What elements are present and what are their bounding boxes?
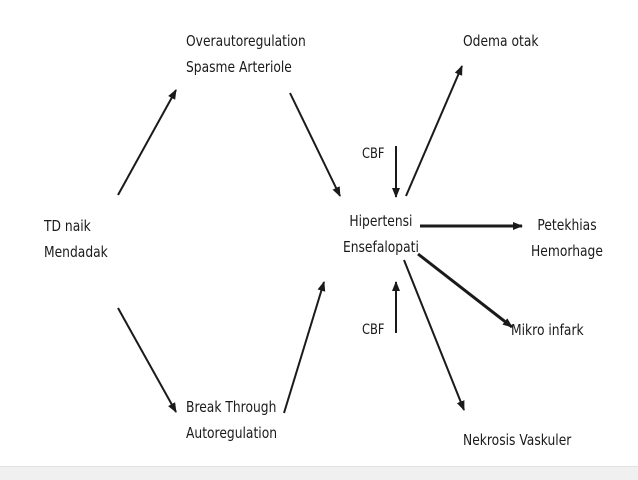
node-break-through-line1: Break Through [186,398,277,416]
arrow-overautoregulation-to-hipertensi [289,92,341,197]
node-break-through: Break Through Autoregulation [186,394,277,446]
arrow-hipertensi-to-mikro-infark [417,252,513,329]
node-td-naik: TD naik Mendadak [44,213,108,265]
node-odema-otak-line1: Odema otak [463,32,539,50]
node-overautoregulation: Overautoregulation Spasme Arteriole [186,28,306,80]
arrow-td-to-overautoregulation [117,89,177,196]
node-nekrosis-vaskuler: Nekrosis Vaskuler [463,427,571,453]
node-hipertensi-line1: Hipertensi [349,212,413,230]
node-td-naik-line2: Mendadak [44,243,108,261]
node-petekhias-line2: Hemorhage [531,242,603,260]
node-overautoregulation-line2: Spasme Arteriole [186,58,292,76]
node-petekhias: Petekhias Hemorhage [526,212,608,264]
node-petekhias-line1: Petekhias [537,216,597,234]
node-hipertensi-line2: Ensefalopati [342,238,419,256]
node-hipertensi: Hipertensi Ensefalopati [335,208,427,260]
label-cbf-bottom: CBF [362,322,385,338]
arrow-td-to-break-through [117,307,177,413]
label-cbf-top: CBF [362,146,385,162]
arrow-hipertensi-to-odema [405,65,463,197]
node-break-through-line2: Autoregulation [186,424,278,442]
node-mikro-infark-line1: Mikro infark [511,321,584,339]
node-odema-otak: Odema otak [463,28,539,54]
node-td-naik-line1: TD naik [44,217,91,235]
arrow-break-through-to-hipertensi [283,281,326,414]
arrow-hipertensi-to-nekrosis [403,259,465,411]
bottom-band [0,466,638,480]
node-nekrosis-vaskuler-line1: Nekrosis Vaskuler [463,431,572,449]
node-mikro-infark: Mikro infark [511,317,584,343]
node-overautoregulation-line1: Overautoregulation [186,32,306,50]
